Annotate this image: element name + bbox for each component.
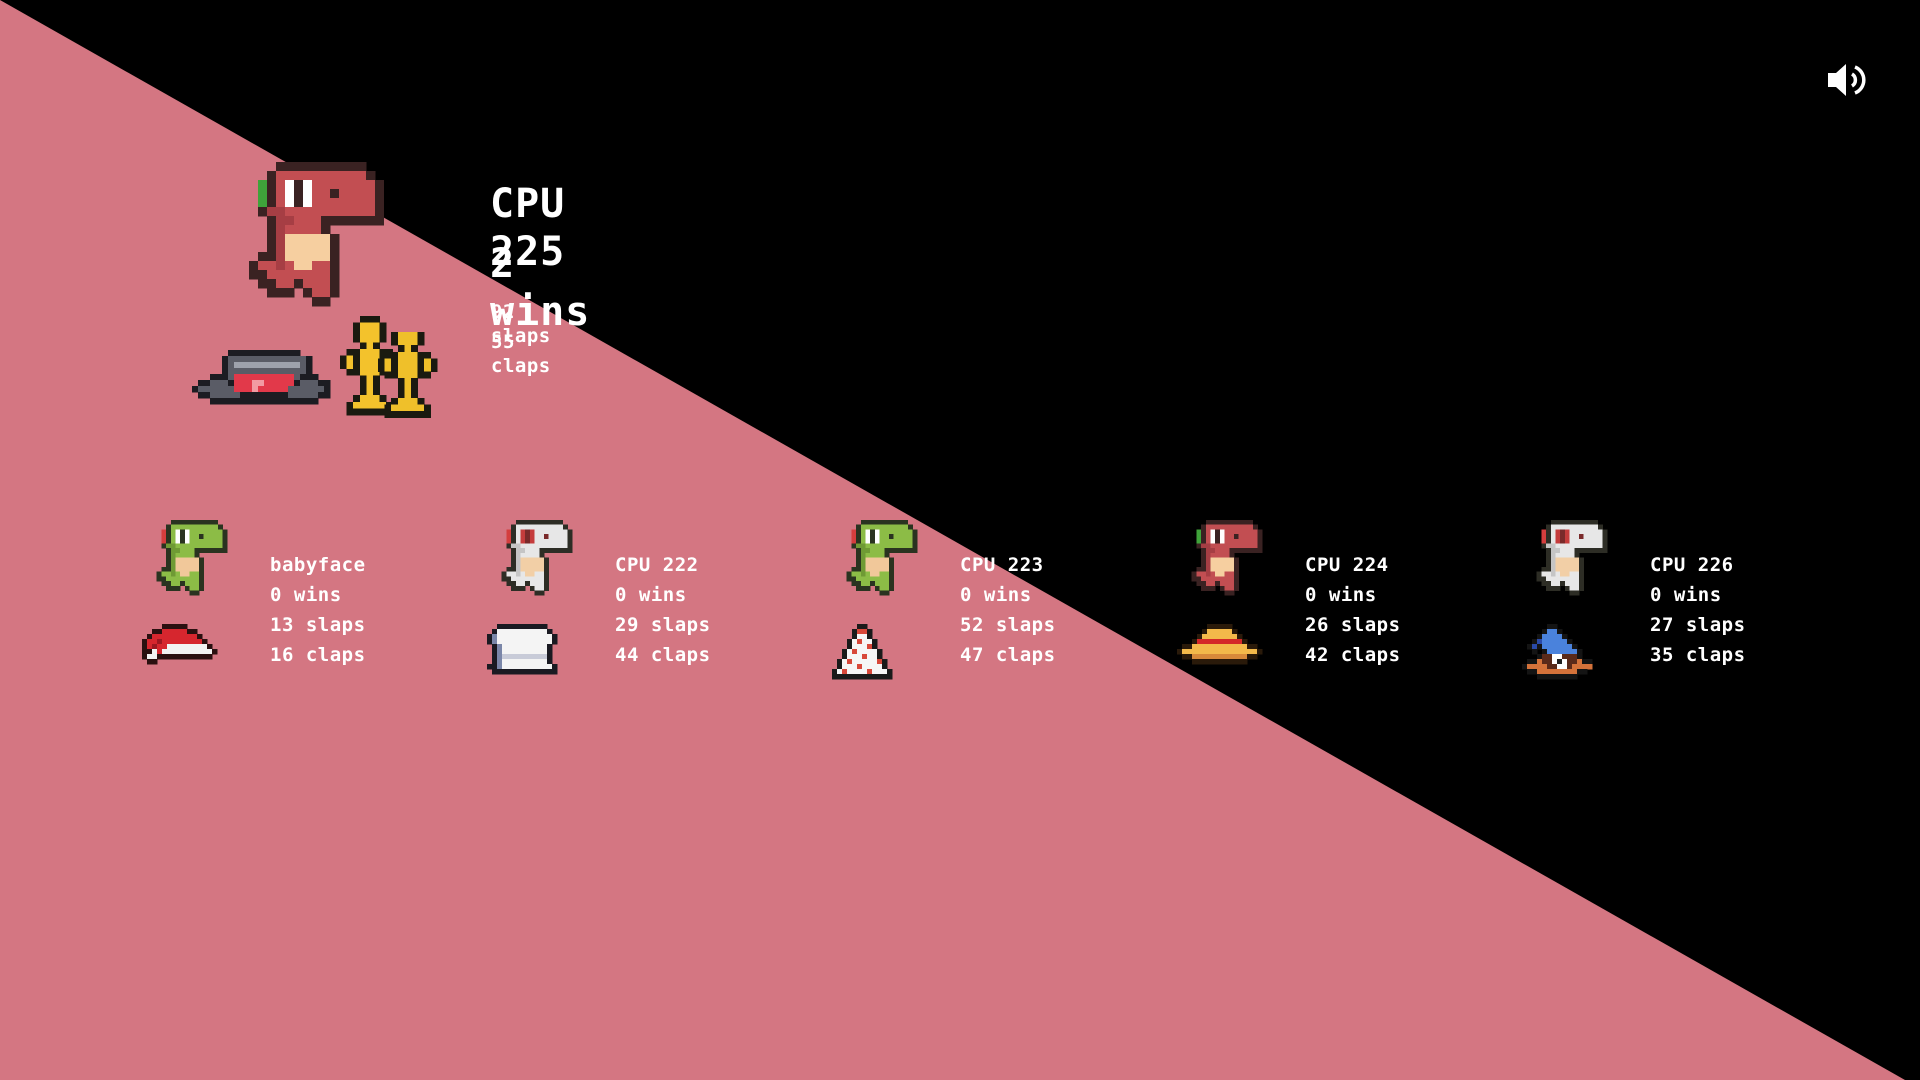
player-card: CPU 222 0 wins 29 slaps 44 claps: [487, 520, 842, 700]
straw-hat-icon: [1177, 624, 1263, 665]
chef-hat-icon: [487, 624, 558, 675]
player-wins: 0 wins: [270, 584, 342, 606]
player-slaps: 26 slaps: [1305, 614, 1401, 636]
player-character-sprite: [1191, 520, 1263, 596]
player-claps: 44 claps: [615, 644, 711, 666]
sound-toggle-button[interactable]: [1826, 58, 1874, 102]
player-slaps: 29 slaps: [615, 614, 711, 636]
player-slaps: 27 slaps: [1650, 614, 1746, 636]
player-card: CPU 226 0 wins 27 slaps 35 claps: [1522, 520, 1877, 700]
winner-panel: CPU 225 2 wins 92 slaps 55 claps: [0, 0, 589, 419]
santa-hat-icon: [142, 624, 218, 665]
player-wins: 0 wins: [1650, 584, 1722, 606]
player-character-sprite: [846, 520, 918, 596]
player-claps: 35 claps: [1650, 644, 1746, 666]
player-slaps: 13 slaps: [270, 614, 366, 636]
speaker-volume-icon: [1828, 64, 1866, 96]
winner-top-hat-icon: [192, 350, 331, 405]
player-claps: 16 claps: [270, 644, 366, 666]
player-card: babyface 0 wins 13 slaps 16 claps: [142, 520, 497, 700]
party-hat-icon: [832, 624, 893, 680]
wizard-hat-icon: [1522, 624, 1593, 680]
player-slaps: 52 slaps: [960, 614, 1056, 636]
winner-character-sprite: [249, 162, 384, 307]
trophy-icon: [378, 332, 438, 419]
winner-slaps: 92 slaps: [491, 301, 551, 347]
player-character-sprite: [1536, 520, 1608, 596]
player-name: CPU 224: [1305, 554, 1389, 576]
winner-claps: 55 claps: [491, 331, 551, 377]
player-name: CPU 222: [615, 554, 699, 576]
winner-wins: 2 wins: [490, 241, 591, 335]
player-character-sprite: [501, 520, 573, 596]
player-name: CPU 226: [1650, 554, 1734, 576]
player-card: CPU 224 0 wins 26 slaps 42 claps: [1177, 520, 1532, 700]
player-name: babyface: [270, 554, 366, 576]
winner-name: CPU 225: [490, 181, 566, 275]
player-claps: 42 claps: [1305, 644, 1401, 666]
player-wins: 0 wins: [960, 584, 1032, 606]
player-card: CPU 223 0 wins 52 slaps 47 claps: [832, 520, 1187, 700]
player-wins: 0 wins: [1305, 584, 1377, 606]
player-wins: 0 wins: [615, 584, 687, 606]
player-name: CPU 223: [960, 554, 1044, 576]
player-claps: 47 claps: [960, 644, 1056, 666]
player-character-sprite: [156, 520, 228, 596]
